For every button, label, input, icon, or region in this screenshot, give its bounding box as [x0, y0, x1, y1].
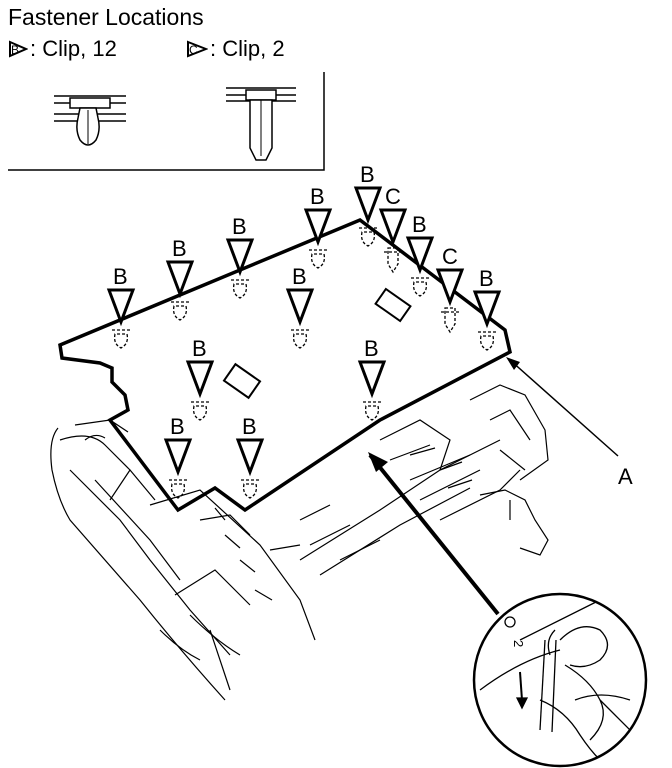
instrument-panel-body	[50, 384, 549, 701]
clip-mark	[191, 401, 209, 421]
callout-b: B	[472, 266, 502, 351]
callout-letter: B	[360, 162, 375, 187]
diagram-title: Fastener Locations	[8, 4, 204, 30]
clip-mark	[171, 301, 189, 321]
callout-letter: C	[442, 244, 458, 269]
clip-b-symbol-icon: B	[9, 40, 28, 58]
callout-triangle	[225, 238, 255, 277]
legend-clip-c: C : Clip, 2	[186, 36, 285, 62]
callout-letter: B	[113, 264, 128, 289]
callout-b: B	[303, 184, 333, 269]
callout-b: B	[405, 212, 435, 297]
clip-c-detail-icon	[226, 87, 296, 161]
legend-clip-b-text: : Clip, 12	[30, 36, 117, 61]
callout-triangle	[405, 236, 435, 275]
callout-triangle	[303, 208, 333, 247]
callout-b: B	[353, 162, 383, 247]
clip-mark	[411, 277, 429, 297]
clip-mark	[441, 307, 459, 334]
label-a: A	[618, 464, 633, 489]
leader-line-a	[509, 359, 619, 457]
detail-circle-contents: 2	[479, 599, 641, 761]
callout-letter: B	[170, 414, 185, 439]
callout-b: B	[235, 414, 265, 499]
callout-triangle	[165, 260, 195, 299]
callout-b: B	[225, 214, 255, 299]
callout-triangle	[472, 290, 502, 329]
callout-b: B	[357, 336, 387, 421]
callout-letter: B	[310, 184, 325, 209]
detail-circle	[472, 592, 648, 768]
tool-mark: 2	[511, 640, 526, 647]
clip-mark	[384, 247, 402, 274]
callout-triangle	[435, 268, 465, 307]
clip-mark	[241, 479, 259, 499]
detail-arrow-line	[368, 453, 500, 616]
callout-b: B	[165, 236, 195, 321]
callout-letter: B	[479, 266, 494, 291]
callout-c: C	[378, 184, 408, 274]
callout-triangle	[235, 438, 265, 477]
svg-text:C: C	[189, 43, 198, 57]
clip-mark	[291, 329, 309, 349]
clip-mark	[363, 401, 381, 421]
clip-mark	[112, 329, 130, 349]
callout-triangle	[378, 208, 408, 247]
callout-b: B	[185, 336, 215, 421]
callout-triangle	[285, 288, 315, 327]
panel-opening	[374, 287, 412, 323]
clip-b-detail-icon	[54, 95, 126, 146]
legend-clip-c-text: : Clip, 2	[210, 36, 285, 61]
callout-b: B	[106, 264, 136, 349]
legend-box	[8, 72, 325, 171]
callout-letter: C	[385, 184, 401, 209]
clip-mark	[309, 249, 327, 269]
clip-mark	[359, 227, 377, 247]
callout-letter: B	[232, 214, 247, 239]
panel-outline	[58, 217, 513, 513]
callout-letter: B	[172, 236, 187, 261]
callout-triangle	[163, 438, 193, 477]
legend-clip-b: B : Clip, 12	[8, 36, 117, 62]
clip-c-symbol-icon: C	[187, 40, 208, 58]
callout-triangle	[185, 360, 215, 399]
leader-arrow-a	[506, 357, 520, 370]
callout-triangle	[106, 288, 136, 327]
callout-letter: B	[292, 264, 307, 289]
callout-triangle	[353, 186, 383, 225]
panel-opening	[222, 362, 262, 400]
clip-mark	[478, 331, 496, 351]
callout-letter: B	[192, 336, 207, 361]
callout-letter: B	[242, 414, 257, 439]
callout-c: C	[435, 244, 465, 334]
clip-mark	[231, 279, 249, 299]
callout-b: B	[285, 264, 315, 349]
callout-b: B	[163, 414, 193, 499]
detail-arrowhead	[368, 452, 388, 472]
clip-mark	[169, 479, 187, 499]
svg-text:B: B	[11, 43, 19, 57]
callout-letter: B	[364, 336, 379, 361]
callout-letter: B	[412, 212, 427, 237]
callout-triangle	[357, 360, 387, 399]
